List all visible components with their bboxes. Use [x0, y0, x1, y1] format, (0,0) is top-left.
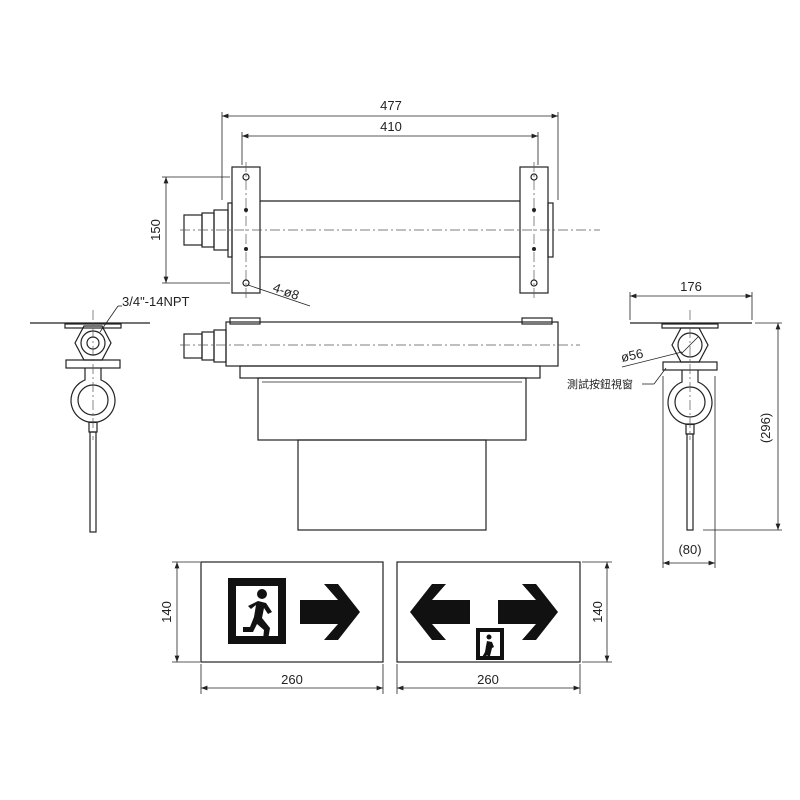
arrow-left-icon	[410, 584, 470, 640]
dim-sign-height-right: 140	[590, 601, 605, 623]
top-view: 477 410 150 4-ø8	[148, 98, 600, 307]
arrow-right-icon	[498, 584, 558, 640]
dim-depth: (80)	[678, 542, 701, 557]
sign-left: 140 260	[159, 561, 384, 694]
label-test-window: 測試按鈕視窗	[567, 377, 633, 391]
dim-sign-width-right: 260	[477, 672, 499, 687]
front-view	[180, 317, 580, 531]
dim-mount-spacing: 410	[380, 119, 402, 134]
right-side-view: 176 ø56 測試按鈕視窗 (296) (80)	[567, 279, 782, 568]
dim-holes: 4-ø8	[271, 280, 301, 303]
dim-side-width: 176	[680, 279, 702, 294]
dim-sign-width-left: 260	[281, 672, 303, 687]
exit-door-icon	[228, 578, 286, 644]
dim-overall-length: 477	[380, 98, 402, 113]
exit-door-icon	[476, 628, 504, 660]
dim-height-top: 150	[148, 219, 163, 241]
dim-window-dia: ø56	[620, 346, 645, 365]
left-side-view: 3/4"-14NPT	[30, 294, 190, 533]
dim-total-height: (296)	[758, 413, 773, 443]
sign-right: 140 260	[396, 561, 612, 694]
dim-sign-height-left: 140	[159, 601, 174, 623]
dim-conduit: 3/4"-14NPT	[122, 294, 190, 309]
arrow-right-icon	[300, 584, 360, 640]
